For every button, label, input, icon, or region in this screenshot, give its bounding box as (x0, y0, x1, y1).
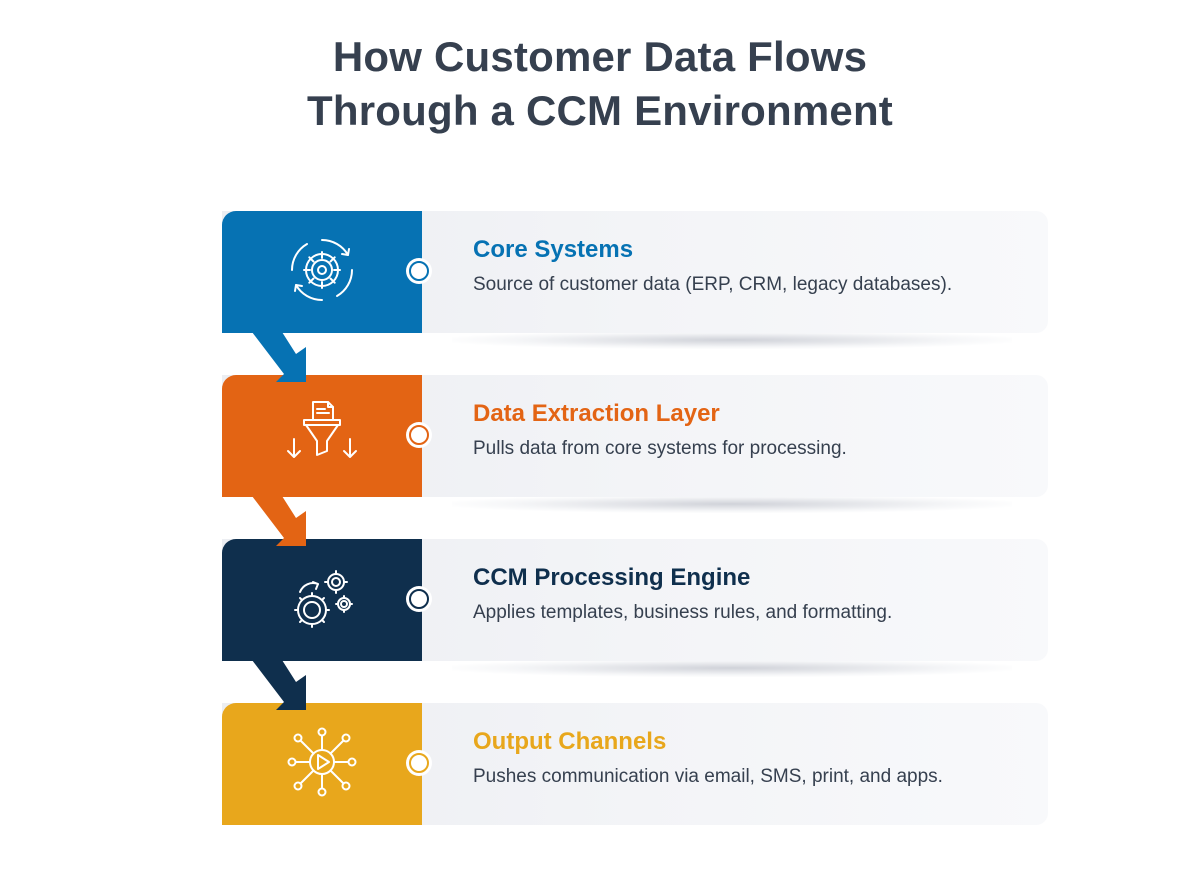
flow-arrow-icon (252, 496, 306, 546)
step-icon-panel (222, 703, 422, 825)
step-description: Pushes communication via email, SMS, pri… (473, 766, 943, 787)
play-network-icon (287, 727, 357, 797)
connector-dot (406, 586, 432, 612)
gears-icon (294, 570, 353, 628)
connector-dot (406, 258, 432, 284)
step-icon-panel (222, 211, 422, 333)
flow-arrow-icon (252, 660, 306, 710)
gear-cycle-icon (290, 238, 354, 302)
step-icon-panel (222, 375, 422, 497)
step-heading: Output Channels (473, 728, 667, 755)
title-line-1: How Customer Data Flows (332, 33, 868, 80)
step-output-channels: Output Channels Pushes communication via… (222, 703, 1052, 825)
step-heading: Core Systems (473, 236, 634, 263)
step-heading: CCM Processing Engine (473, 564, 751, 591)
step-data-extraction-layer: Data Extraction Layer Pulls data from co… (222, 375, 1052, 513)
step-description: Source of customer data (ERP, CRM, legac… (473, 274, 953, 295)
flow-arrow-icon (252, 332, 306, 382)
card-shadow (452, 331, 1012, 349)
funnel-extraction-icon (287, 401, 357, 458)
card-shadow (452, 659, 1012, 677)
step-core-systems: Core Systems Source of customer data (ER… (222, 211, 1052, 349)
step-icon-panel (222, 539, 422, 661)
step-description: Applies templates, business rules, and f… (473, 602, 893, 623)
connector-dot (406, 750, 432, 776)
step-ccm-processing-engine: CCM Processing Engine Applies templates,… (222, 539, 1052, 677)
step-heading: Data Extraction Layer (473, 400, 720, 427)
title-line-2: Through a CCM Environment (307, 87, 893, 134)
page-title: How Customer Data Flows Through a CCM En… (0, 30, 1200, 138)
step-description: Pulls data from core systems for process… (473, 438, 847, 459)
card-shadow (452, 495, 1012, 513)
connector-dot (406, 422, 432, 448)
